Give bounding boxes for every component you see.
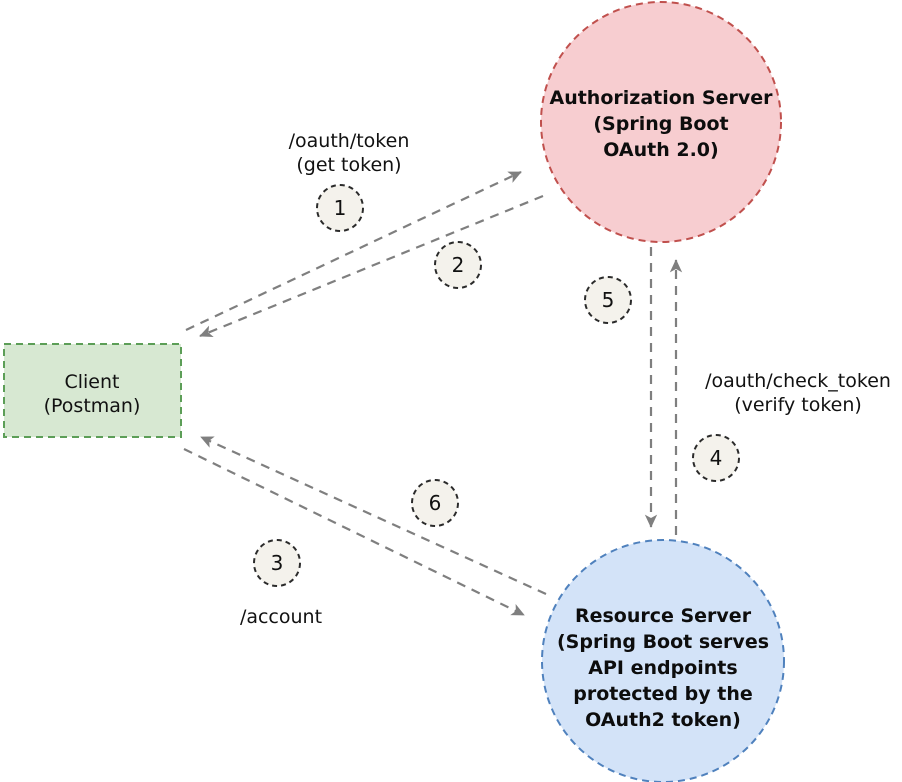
- authorization-server-label-line2: (Spring Boot: [593, 113, 728, 135]
- authorization-server-label-line3: OAuth 2.0): [603, 139, 718, 161]
- edge-3-label: /account: [240, 606, 322, 628]
- node-client[interactable]: Client (Postman): [3, 343, 182, 438]
- step-badge-3: 3: [253, 539, 301, 587]
- edge-1-label-line2: (get token): [296, 154, 401, 176]
- edge-4-label: /oauth/check_token (verify token): [705, 370, 891, 416]
- edge-2-auth-server-to-client: [199, 194, 544, 338]
- step-badge-4-circle: [692, 434, 740, 482]
- edge-4-label-line1: /oauth/check_token: [705, 370, 891, 392]
- edge-1-line: [185, 171, 522, 331]
- step-badge-3-number: 3: [271, 551, 284, 575]
- edge-6-line: [200, 435, 547, 596]
- step-badge-5: 5: [584, 276, 632, 324]
- step-badge-6: 6: [411, 479, 459, 527]
- step-badge-5-circle: [584, 276, 632, 324]
- client-box[interactable]: [3, 343, 182, 438]
- step-badge-1-number: 1: [334, 196, 347, 220]
- node-authorization-server[interactable]: Authorization Server (Spring Boot OAuth …: [540, 1, 782, 243]
- resource-server-label-line4: protected by the: [573, 683, 753, 705]
- step-badge-1-circle: [316, 184, 364, 232]
- step-badge-4: 4: [692, 434, 740, 482]
- step-badge-2: 2: [434, 241, 482, 289]
- node-resource-server[interactable]: Resource Server (Spring Boot serves API …: [541, 539, 785, 782]
- step-badge-5-number: 5: [602, 288, 615, 312]
- step-badge-1: 1: [316, 184, 364, 232]
- step-badge-2-circle: [434, 241, 482, 289]
- step-badge-6-number: 6: [429, 491, 442, 515]
- authorization-server-circle[interactable]: [540, 1, 782, 243]
- resource-server-label-line2: (Spring Boot serves: [557, 631, 769, 653]
- edge-1-client-to-auth-server: [185, 171, 522, 331]
- edge-6-resource-server-to-client: [200, 435, 547, 596]
- resource-server-label-line5: OAuth2 token): [585, 709, 741, 731]
- resource-server-label-line1: Resource Server: [575, 605, 752, 627]
- edge-3-client-to-resource-server: [183, 448, 525, 616]
- step-badge-6-circle: [411, 479, 459, 527]
- client-label-line2: (Postman): [44, 395, 141, 417]
- step-badge-4-number: 4: [710, 446, 723, 470]
- resource-server-label-line3: API endpoints: [588, 657, 737, 679]
- edge-3-label-line1: /account: [240, 606, 322, 628]
- edge-3-line: [183, 448, 525, 616]
- edge-1-label: /oauth/token (get token): [289, 130, 410, 176]
- edge-4-label-line2: (verify token): [734, 394, 862, 416]
- step-badge-2-number: 2: [452, 253, 465, 277]
- edge-2-line: [199, 194, 544, 338]
- edge-1-label-line1: /oauth/token: [289, 130, 410, 152]
- step-badge-3-circle: [253, 539, 301, 587]
- client-label-line1: Client: [64, 371, 119, 393]
- authorization-server-label-line1: Authorization Server: [549, 87, 773, 109]
- resource-server-circle[interactable]: [541, 539, 785, 782]
